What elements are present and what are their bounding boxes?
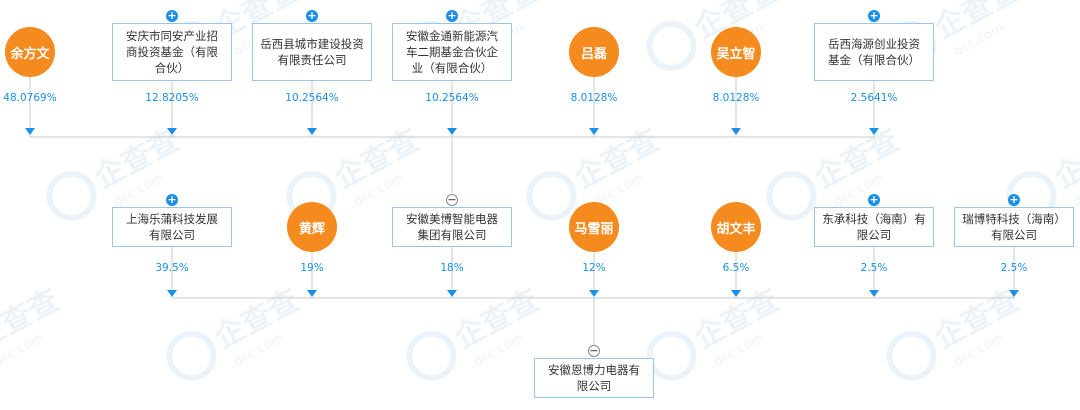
shareholder-person-node[interactable]: 吴立智: [711, 27, 761, 77]
share-percentage: 12.8205%: [145, 92, 199, 104]
down-arrow-icon: [307, 128, 317, 135]
down-arrow-icon: [307, 290, 317, 297]
expand-icon[interactable]: +: [1008, 193, 1020, 206]
shareholder-company-node[interactable]: 安徽金通新能源汽 车二期基金合伙企 业（有限合伙）: [392, 23, 512, 81]
share-percentage: 2.5%: [860, 262, 888, 274]
share-percentage: 2.5641%: [850, 92, 898, 104]
shareholder-company-node[interactable]: 岳西县城市建设投资 有限责任公司: [252, 23, 372, 81]
down-arrow-icon: [869, 128, 879, 135]
expand-icon[interactable]: +: [166, 193, 178, 206]
shareholder-person-node[interactable]: 吕磊: [569, 27, 619, 77]
share-percentage: 39.5%: [155, 262, 189, 274]
down-arrow-icon: [589, 128, 599, 135]
expand-icon[interactable]: +: [446, 9, 458, 22]
shareholder-company-node[interactable]: 安庆市同安产业招 商投资基金（有限 合伙）: [112, 23, 232, 81]
shareholder-person-node[interactable]: 胡文丰: [711, 202, 761, 252]
shareholder-person-node[interactable]: 黄辉: [287, 202, 337, 252]
shareholder-company-node[interactable]: 东承科技（海南）有 限公司: [814, 207, 934, 247]
shareholder-person-node[interactable]: 马雪丽: [569, 202, 619, 252]
down-arrow-icon: [447, 290, 457, 297]
shareholder-company-node[interactable]: 上海乐蒲科技发展 有限公司: [112, 207, 232, 247]
share-percentage: 48.0769%: [3, 92, 57, 104]
shareholder-company-node[interactable]: 岳西海源创业投资 基金（有限合伙）: [814, 23, 934, 81]
share-percentage: 19%: [300, 262, 324, 274]
share-percentage: 8.0128%: [712, 92, 760, 104]
down-arrow-icon: [731, 290, 741, 297]
expand-icon[interactable]: +: [306, 9, 318, 22]
share-percentage: 6.5%: [722, 262, 750, 274]
expand-icon[interactable]: +: [868, 193, 880, 206]
down-arrow-icon: [731, 128, 741, 135]
shareholder-person-node[interactable]: 余方文: [5, 27, 55, 77]
down-arrow-icon: [869, 290, 879, 297]
collapse-icon[interactable]: −: [446, 193, 458, 206]
shareholder-company-node[interactable]: 瑞博特科技（海南） 有限公司: [954, 207, 1074, 247]
target-company-node[interactable]: 安徽恩博力电器有 限公司: [534, 358, 654, 398]
collapse-icon[interactable]: −: [588, 344, 600, 357]
share-percentage: 8.0128%: [570, 92, 618, 104]
share-percentage: 18%: [440, 262, 464, 274]
expand-icon[interactable]: +: [166, 9, 178, 22]
share-percentage: 10.2564%: [425, 92, 479, 104]
expand-icon[interactable]: +: [868, 9, 880, 22]
down-arrow-icon: [167, 290, 177, 297]
down-arrow-icon: [589, 290, 599, 297]
share-percentage: 12%: [582, 262, 606, 274]
share-percentage: 10.2564%: [285, 92, 339, 104]
share-percentage: 2.5%: [1000, 262, 1028, 274]
down-arrow-icon: [447, 128, 457, 135]
down-arrow-icon: [1009, 290, 1019, 297]
down-arrow-icon: [167, 128, 177, 135]
down-arrow-icon: [25, 128, 35, 135]
shareholder-company-node[interactable]: 安徽美博智能电器 集团有限公司: [392, 207, 512, 247]
